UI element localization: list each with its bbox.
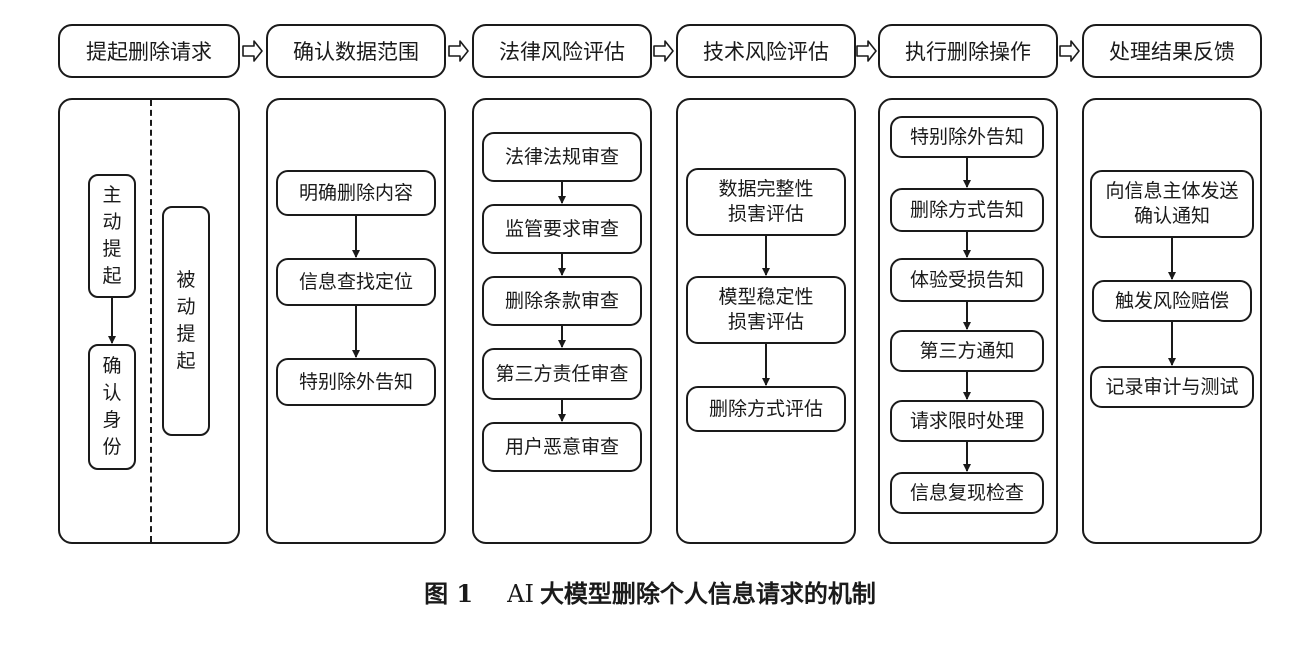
step-clarify-content: 明确删除内容: [276, 170, 436, 216]
caption-text: 大模型删除个人信息请求的机制: [539, 579, 876, 608]
step-data-integrity-eval: 数据完整性 损害评估: [686, 168, 846, 236]
step-malicious-user-review: 用户恶意审查: [482, 422, 642, 472]
step-exec-third-party-notice: 第三方通知: [890, 330, 1044, 372]
step-model-stability-eval: 模型稳定性 损害评估: [686, 276, 846, 344]
stage-arrow-3: [653, 40, 674, 62]
stage-header-request: 提起删除请求: [58, 24, 240, 78]
step-deletion-method-eval: 删除方式评估: [686, 386, 846, 432]
step-send-confirmation: 向信息主体发送 确认通知: [1090, 170, 1254, 238]
step-law-review: 法律法规审查: [482, 132, 642, 182]
stage-header-legal: 法律风险评估: [472, 24, 652, 78]
step-exec-exception-notice: 特别除外告知: [890, 116, 1044, 158]
step-locate-info: 信息查找定位: [276, 258, 436, 306]
stage-arrow-4: [856, 40, 877, 62]
caption-prefix: AI: [507, 580, 534, 608]
step-exec-method-notice: 删除方式告知: [890, 188, 1044, 232]
step-exec-experience-notice: 体验受损告知: [890, 258, 1044, 302]
stage-header-scope: 确认数据范围: [266, 24, 446, 78]
step-deletion-clause-review: 删除条款审查: [482, 276, 642, 326]
passive-request-box: 被动提起: [162, 206, 210, 436]
step-exception-notice: 特别除外告知: [276, 358, 436, 406]
confirm-identity-label: 确认身份: [102, 355, 122, 458]
active-request-box: 主动提起: [88, 174, 136, 298]
stage-arrow-2: [448, 40, 469, 62]
step-regulatory-review: 监管要求审查: [482, 204, 642, 254]
stage-arrow-1: [242, 40, 263, 62]
step-trigger-compensation: 触发风险赔偿: [1092, 280, 1252, 322]
request-type-divider: [150, 100, 152, 542]
stage-header-tech: 技术风险评估: [676, 24, 856, 78]
active-request-label: 主动提起: [102, 184, 122, 287]
stage-header-execute: 执行删除操作: [878, 24, 1058, 78]
stage-arrow-5: [1059, 40, 1080, 62]
passive-request-label: 被动提起: [176, 269, 196, 372]
figure-number: 图 1: [424, 579, 474, 608]
step-exec-recurrence-check: 信息复现检查: [890, 472, 1044, 514]
confirm-identity-box: 确认身份: [88, 344, 136, 470]
stage-header-feedback: 处理结果反馈: [1082, 24, 1262, 78]
step-third-party-review: 第三方责任审查: [482, 348, 642, 400]
step-exec-timed-processing: 请求限时处理: [890, 400, 1044, 442]
step-audit-and-test: 记录审计与测试: [1090, 366, 1254, 408]
